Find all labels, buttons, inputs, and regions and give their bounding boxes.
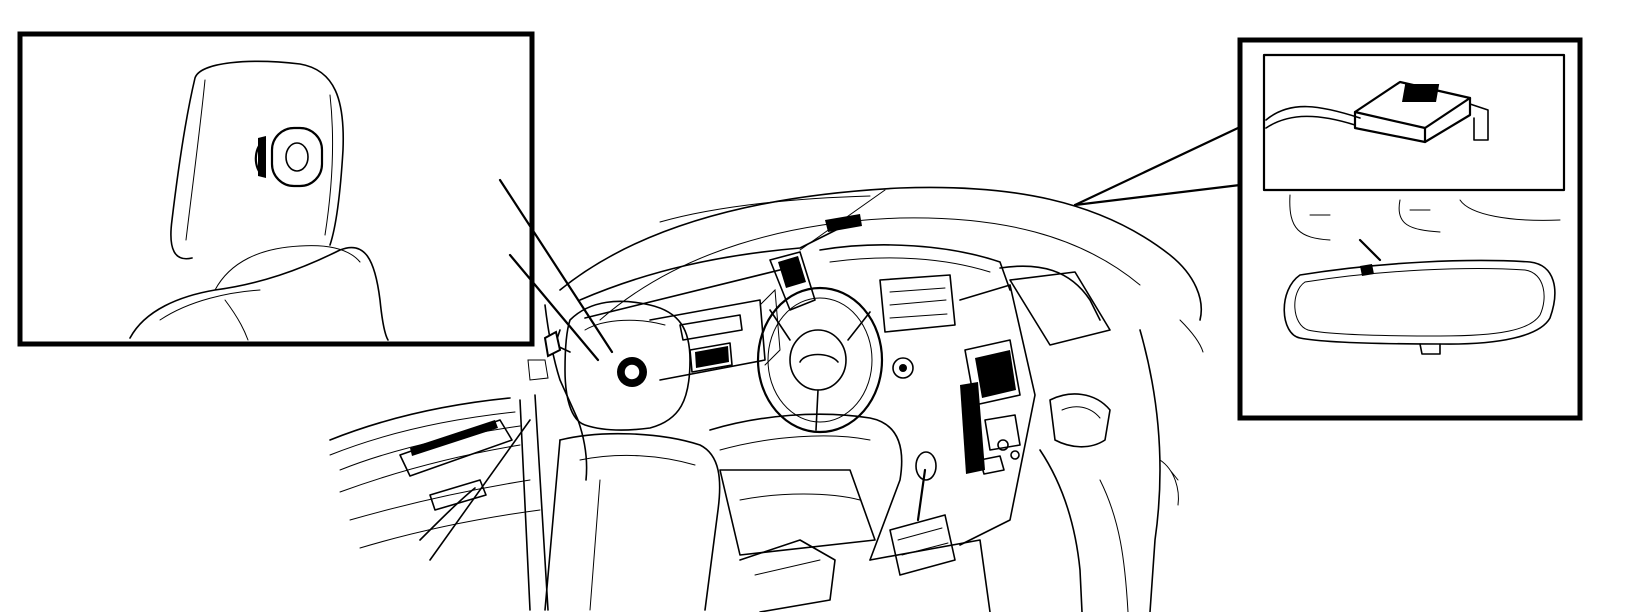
- steering-wheel-icon: [756, 286, 884, 434]
- right-callout-frame: [1237, 37, 1583, 421]
- seat-back-outline: [129, 246, 389, 341]
- mirror-module-icon: [1353, 80, 1489, 144]
- gear-shift-icon: [889, 451, 956, 576]
- right-callout: [1073, 37, 1583, 421]
- left-callout: [17, 31, 614, 362]
- car-interior-main: [329, 186, 1204, 612]
- headrest-sensor-icon: [254, 126, 324, 188]
- glovebox-outline: [1009, 271, 1111, 346]
- seat-left-outline: [564, 300, 691, 431]
- rear-view-mirror-outline: [1283, 259, 1556, 345]
- module-inset-frame: [1262, 53, 1566, 192]
- left-callout-frame: [17, 31, 535, 347]
- headrest-outline: [170, 60, 345, 260]
